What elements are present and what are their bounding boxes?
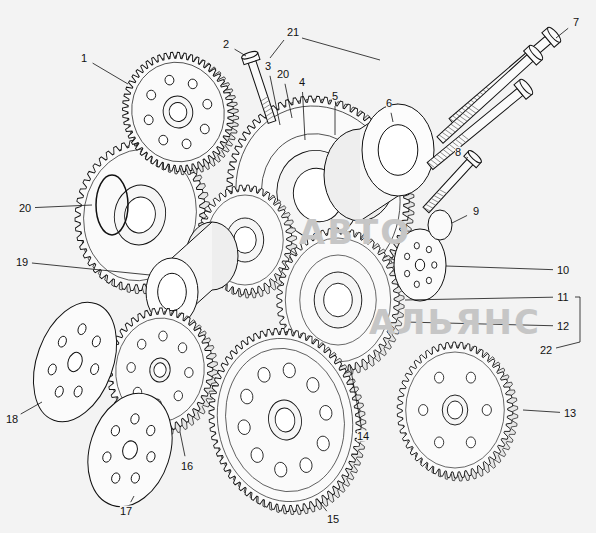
leader-line — [32, 263, 150, 275]
bolt — [434, 43, 545, 147]
bracket-line — [556, 297, 580, 348]
callout-number: 4 — [299, 77, 305, 88]
gear — [195, 316, 380, 526]
leader-line — [335, 106, 336, 135]
callout-number: 12 — [557, 321, 569, 332]
leader-line — [556, 28, 568, 38]
leader-line — [270, 76, 280, 125]
leader-line — [303, 92, 305, 140]
leader-line — [285, 84, 292, 118]
callout-number: 5 — [332, 91, 338, 102]
callout-number: 10 — [557, 265, 569, 276]
leader-line — [467, 157, 468, 159]
callout-number: 20 — [19, 203, 31, 214]
callout-number: 3 — [265, 61, 271, 72]
leader-line — [131, 496, 134, 502]
leader-line — [180, 432, 185, 456]
callout-number: 20 — [277, 69, 289, 80]
callout-number: 17 — [120, 506, 132, 517]
leader-line — [446, 266, 553, 270]
gear — [109, 40, 252, 187]
watermark: АЛЬЯНС — [369, 305, 541, 339]
leader-line — [452, 215, 467, 223]
leader-line — [405, 297, 553, 300]
callout-number: 19 — [16, 257, 28, 268]
bracket-line — [302, 38, 380, 60]
leader-line — [318, 500, 327, 511]
bolt — [420, 149, 483, 216]
thin-ring — [96, 175, 128, 235]
callout-number: 15 — [327, 514, 339, 525]
leader-line — [523, 410, 560, 412]
washer — [428, 210, 452, 240]
leader-line — [93, 63, 128, 84]
callout-number: 9 — [473, 206, 479, 217]
callout-number: 1 — [81, 53, 87, 64]
gear — [397, 342, 518, 481]
leader-line — [21, 402, 42, 414]
bracket-line — [270, 40, 284, 58]
callout-number: 8 — [455, 147, 461, 158]
callout-number: 14 — [357, 431, 369, 442]
plate — [74, 382, 186, 517]
leader-line — [235, 49, 246, 56]
callout-number: 7 — [573, 17, 579, 28]
bolt — [424, 78, 535, 174]
leader-line — [35, 205, 92, 208]
callout-number: 16 — [181, 461, 193, 472]
callout-number: 2 — [223, 39, 229, 50]
spacer-cylinder — [324, 104, 434, 221]
callout-number: 13 — [564, 408, 576, 419]
callout-number: 6 — [386, 98, 392, 109]
callout-number: 21 — [287, 27, 299, 38]
leader-line — [350, 365, 361, 426]
leader-line — [391, 113, 393, 122]
bolt — [241, 50, 280, 125]
callout-number: 22 — [540, 345, 552, 356]
callout-number: 18 — [6, 414, 18, 425]
watermark: АВТО — [299, 215, 411, 249]
callout-number: 11 — [557, 292, 568, 303]
